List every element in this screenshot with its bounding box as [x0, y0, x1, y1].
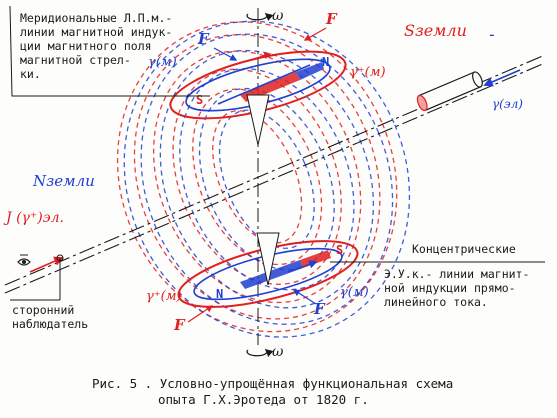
field-ring-blue-0: [218, 109, 315, 249]
observer-note-text: сторонний наблюдатель: [12, 303, 88, 331]
lower-needle-north-half: [240, 260, 303, 289]
upper-needle-north-half: [296, 62, 324, 80]
lower-force-label-red: F: [173, 316, 186, 334]
rotation-axis: ω ω: [246, 8, 284, 360]
eye-icon: [17, 254, 31, 266]
concentric-note: Концентрические Э.У.к.- линии магнит- но…: [330, 242, 545, 309]
upper-pole-s: S: [196, 93, 203, 107]
field-ring-red-2: [172, 68, 342, 285]
current-label: J (γ⁺)эл.: [3, 210, 64, 226]
concentric-note-text: Концентрические Э.У.к.- линии магнит- но…: [384, 242, 536, 309]
lower-needle-south-half: [300, 250, 331, 268]
field-ring-red-3: [152, 50, 362, 304]
rotation-arrow-top-icon: [246, 13, 274, 21]
gamma-wire-label: γ(эл): [492, 97, 523, 111]
field-ring-blue-5: [123, 20, 411, 338]
meridional-note-text: Меридиональные Л.П.м.- линии магнитной и…: [20, 11, 179, 81]
n-earth-label: Nземли: [32, 172, 95, 190]
rotation-arrow-bottom-icon: [246, 349, 274, 357]
gamma-m-upper-left: γ(м): [148, 55, 177, 70]
field-ring-blue-3: [159, 49, 375, 309]
electron-arrow-icon: [483, 69, 521, 87]
meridional-note: Меридиональные Л.П.м.- линии магнитной и…: [9, 5, 210, 97]
figure-caption: Рис. 5 . Условно-упрощённая функциональн…: [92, 376, 461, 407]
upper-needle-assembly: S N F F: [169, 10, 347, 146]
upper-pole-n: N: [322, 55, 329, 69]
gamma-m-lower-right: γ(м): [340, 285, 369, 300]
gamma-labels: γ(м) γ⁺(м) γ⁺(м) γ(м) γ(эл) - J (γ⁺)эл.: [3, 25, 523, 304]
gamma-plus-m-lower-left: γ⁺(м): [146, 289, 182, 304]
minus-sign: -: [487, 25, 497, 44]
lower-pole-n: N: [216, 287, 223, 301]
upper-force-label-red: F: [325, 10, 338, 28]
current-arrow-icon: [29, 256, 64, 273]
lower-pole-s: S: [336, 243, 343, 257]
lower-needle-assembly: N S F F: [173, 232, 359, 334]
s-earth-label: Sземли: [404, 21, 467, 40]
upper-force-label-blue: F: [197, 30, 210, 48]
gamma-plus-m-upper-right: γ⁺(м): [350, 65, 386, 80]
field-ring-red-5: [116, 21, 398, 333]
omega-top-label: ω: [272, 8, 284, 24]
omega-bottom-label: ω: [272, 344, 284, 360]
straight-wire: [4, 54, 546, 294]
field-ring-blue-4: [140, 33, 394, 325]
observer: сторонний наблюдатель: [10, 254, 88, 331]
field-ring-red-4: [133, 34, 381, 320]
wire-cylinder: [416, 71, 483, 112]
lower-force-label-blue: F: [313, 300, 326, 318]
field-ring-red-1: [192, 88, 323, 266]
field-ring-red-0: [212, 110, 303, 244]
field-ring-blue-1: [198, 87, 335, 271]
